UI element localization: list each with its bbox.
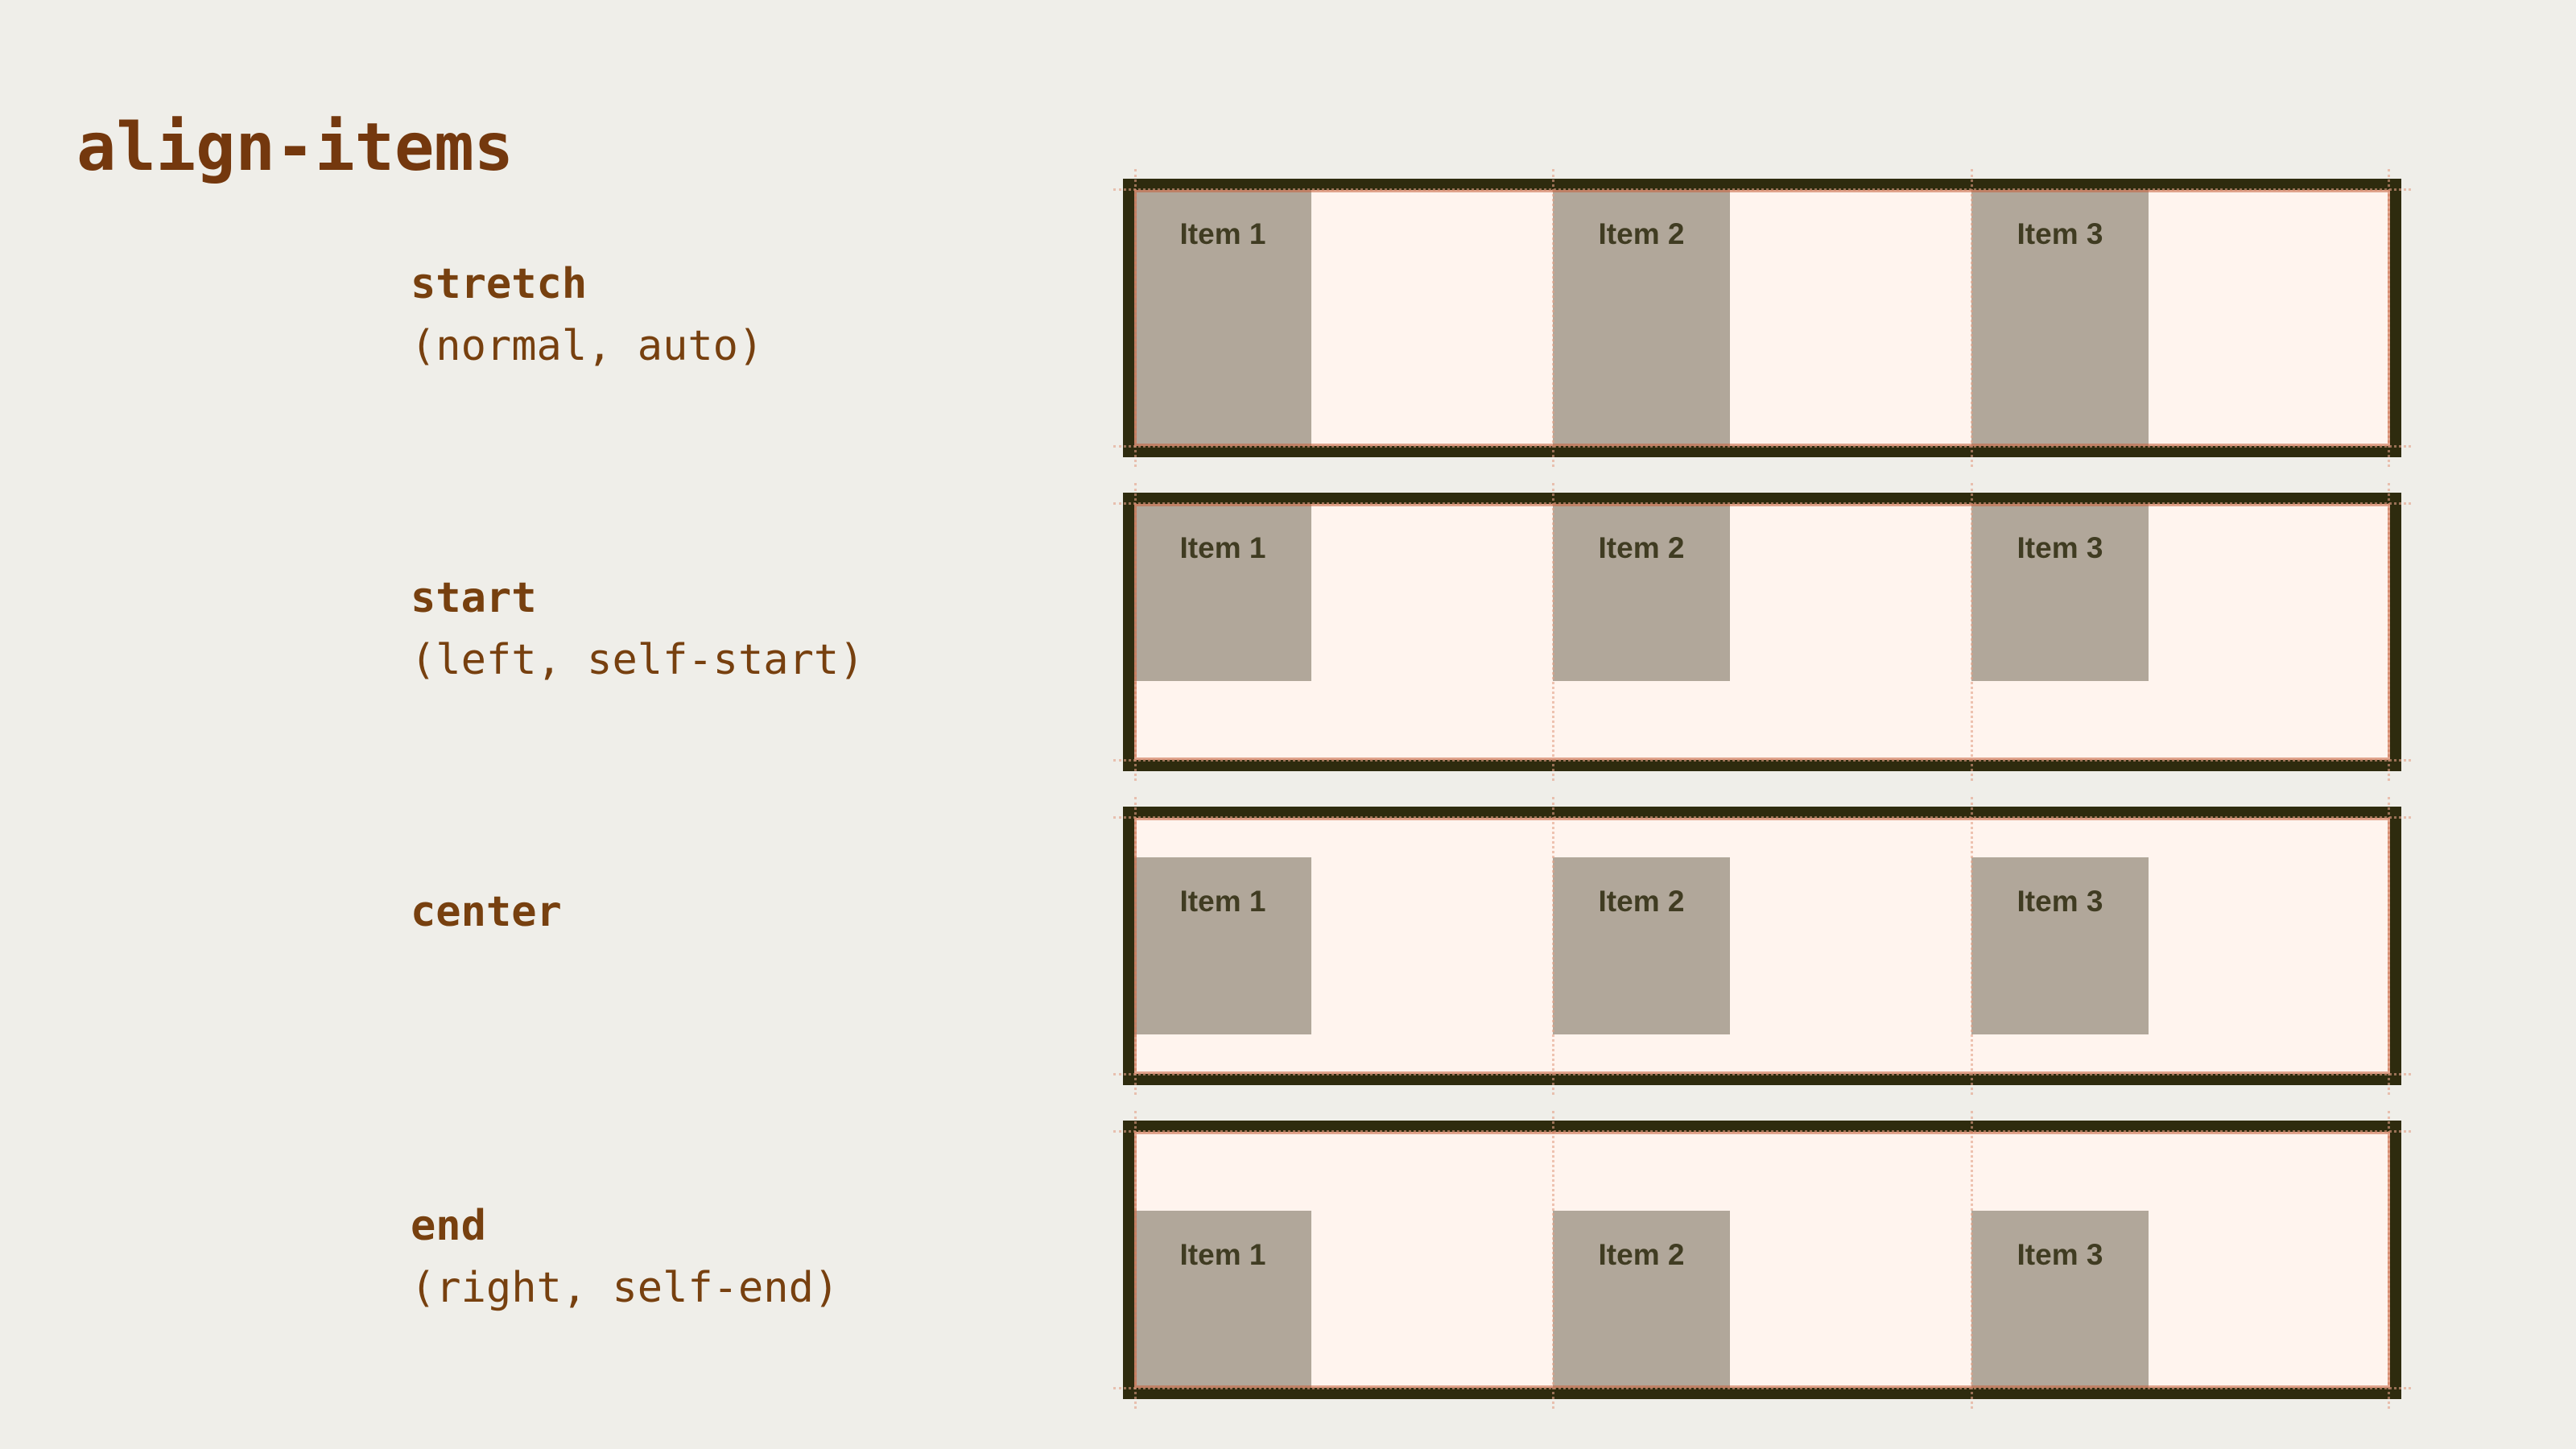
- flex-item-1: Item 1: [1134, 857, 1311, 1034]
- alignment-keyword: end: [411, 1202, 486, 1250]
- flex-container-center: Item 1 Item 2 Item 3: [1113, 797, 2411, 1095]
- alignment-label-center: center: [411, 881, 562, 943]
- content-edge-guide: [2388, 797, 2390, 1095]
- content-edge-guide: [2388, 169, 2390, 467]
- alignment-keyword: stretch: [411, 260, 588, 308]
- alignment-keyword: start: [411, 574, 537, 622]
- page-title: align-items: [76, 109, 514, 186]
- alignment-label-stretch: stretch (normal, auto): [411, 254, 763, 378]
- flex-overlay-outline: [1134, 818, 2390, 1074]
- flex-item-1: Item 1: [1134, 190, 1311, 446]
- flex-item-1: Item 1: [1134, 504, 1311, 681]
- flex-overlay-outline: [1134, 1132, 2390, 1388]
- flex-item-3: Item 3: [1971, 1211, 2149, 1388]
- flex-item-2: Item 2: [1553, 190, 1730, 446]
- flex-item-3: Item 3: [1971, 857, 2149, 1034]
- alignment-aliases: (left, self-start): [411, 636, 865, 684]
- alignment-aliases: (normal, auto): [411, 322, 764, 370]
- flex-overlay-outline: [1134, 190, 2390, 446]
- flex-item-2: Item 2: [1553, 857, 1730, 1034]
- flex-item-3: Item 3: [1971, 190, 2149, 446]
- flex-container-end: Item 1 Item 2 Item 3: [1113, 1111, 2411, 1409]
- flex-container-start: Item 1 Item 2 Item 3: [1113, 483, 2411, 781]
- flex-container-stretch: Item 1 Item 2 Item 3: [1113, 169, 2411, 467]
- alignment-keyword: center: [411, 888, 562, 936]
- flex-overlay-outline: [1134, 504, 2390, 760]
- flex-item-1: Item 1: [1134, 1211, 1311, 1388]
- content-edge-guide: [2388, 1111, 2390, 1409]
- flex-item-3: Item 3: [1971, 504, 2149, 681]
- flex-item-2: Item 2: [1553, 1211, 1730, 1388]
- alignment-aliases: (right, self-end): [411, 1264, 840, 1312]
- alignment-label-end: end (right, self-end): [411, 1195, 839, 1319]
- content-edge-guide: [2388, 483, 2390, 781]
- flex-item-2: Item 2: [1553, 504, 1730, 681]
- alignment-label-start: start (left, self-start): [411, 568, 865, 691]
